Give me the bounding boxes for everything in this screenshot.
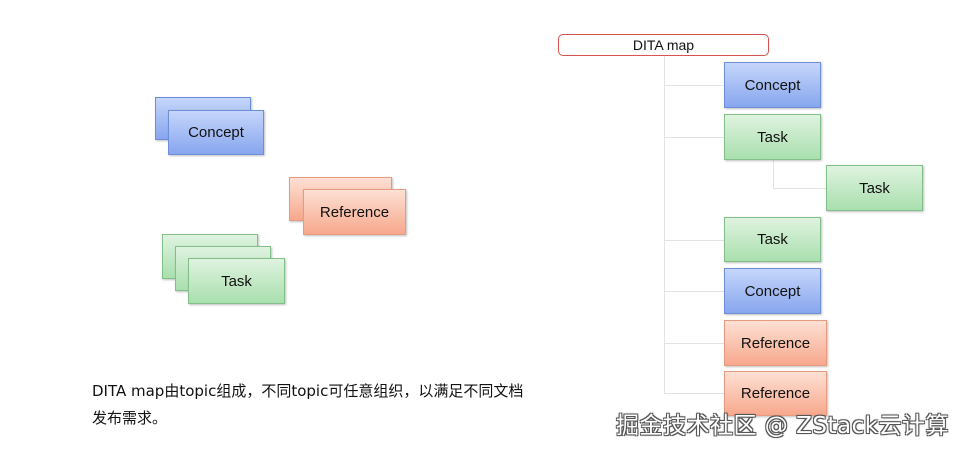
- connector-line: [664, 393, 724, 394]
- tree-node-task: Task: [724, 217, 821, 262]
- concept-topic: Concept: [168, 110, 264, 155]
- connector-line: [664, 85, 724, 86]
- dita-map-root-label: DITA map: [632, 37, 695, 53]
- task-topic: Task: [188, 258, 285, 304]
- tree-node-label: Task: [757, 231, 788, 248]
- tree-node-reference: Reference: [724, 371, 827, 416]
- tree-node-task-nested: Task: [826, 165, 923, 211]
- connector-line: [664, 291, 724, 292]
- tree-node-label: Concept: [744, 282, 801, 300]
- task-topic-label: Task: [221, 272, 252, 290]
- tree-node-concept: Concept: [724, 62, 821, 108]
- tree-trunk-line: [664, 56, 665, 393]
- concept-topic-label: Concept: [188, 124, 244, 141]
- reference-topic-label: Reference: [319, 203, 390, 221]
- tree-node-label: Concept: [744, 76, 801, 94]
- tree-node-concept: Concept: [724, 268, 821, 314]
- tree-node-reference: Reference: [724, 320, 827, 366]
- connector-line: [664, 240, 724, 241]
- caption: DITA map由topic组成，不同topic可任意组织，以满足不同文档发布需…: [92, 382, 524, 427]
- dita-map-root: DITA map: [558, 34, 769, 56]
- connector-line: [664, 137, 724, 138]
- tree-node-label: Reference: [740, 385, 811, 402]
- tree-node-task: Task: [724, 114, 821, 160]
- nested-connector-line: [773, 188, 826, 189]
- tree-node-label: Task: [757, 128, 788, 146]
- nested-connector-line: [773, 160, 774, 188]
- connector-line: [664, 343, 724, 344]
- tree-node-label: Reference: [740, 334, 811, 352]
- reference-topic: Reference: [303, 189, 406, 235]
- tree-node-label: Task: [859, 179, 890, 197]
- watermark: 掘金技术社区 @ ZStack云计算: [616, 413, 950, 439]
